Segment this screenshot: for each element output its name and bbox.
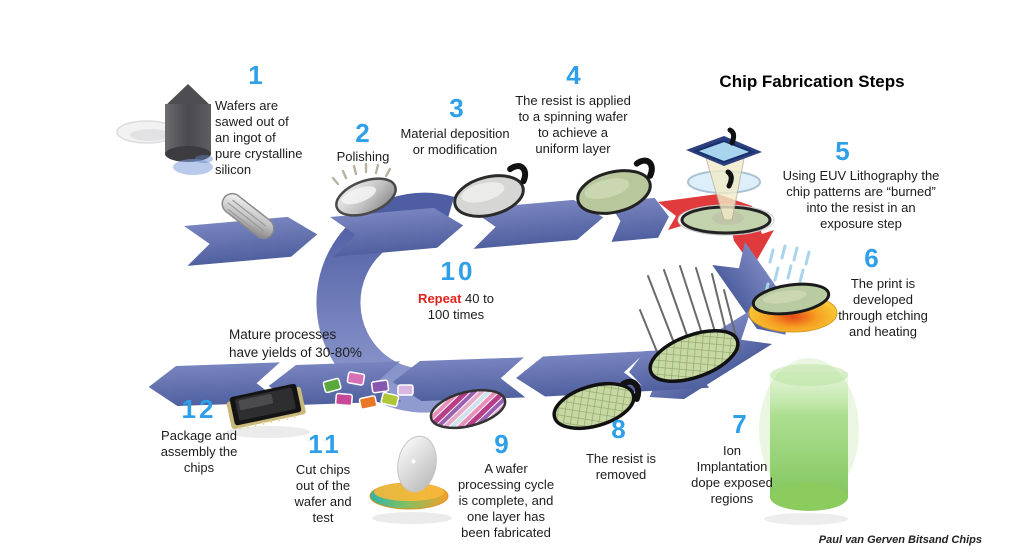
step-7-text: Ion Implantation dope exposed regions bbox=[691, 443, 773, 507]
step-8-text: The resist is removed bbox=[585, 451, 657, 483]
step-10-number: 10 bbox=[440, 256, 476, 286]
deposition-wafer-icon bbox=[453, 163, 529, 218]
yield-note: Mature processes have yields of 30-80% bbox=[229, 327, 362, 360]
step-2-text: Polishing bbox=[336, 149, 390, 164]
step-9-number: 9 bbox=[494, 429, 512, 459]
step-10-text: Repeat 40 to 100 times bbox=[418, 291, 494, 323]
resist-coating-wafer-icon bbox=[576, 157, 655, 215]
step-12-text: Package and assembly the chips bbox=[160, 428, 238, 476]
step-3-number: 3 bbox=[449, 93, 467, 123]
step-1-text: Wafers are sawed out of an ingot of pure… bbox=[215, 98, 303, 178]
polishing-wafer-icon bbox=[331, 162, 397, 217]
develop-etch-wafer-icon bbox=[748, 244, 838, 333]
step-2-number: 2 bbox=[355, 118, 373, 148]
resist-removed-wafer-icon bbox=[552, 378, 642, 431]
step-5-text: Using EUV Lithography the chip patterns … bbox=[782, 168, 940, 232]
doped-region-cylinder-icon bbox=[759, 358, 859, 525]
step-3-text: Material deposition or modification bbox=[400, 126, 510, 158]
step-6-number: 6 bbox=[864, 243, 882, 273]
step-11-number: 11 bbox=[308, 429, 342, 459]
finished-layer-wafer-icon bbox=[429, 388, 507, 430]
wafer-slab-icon bbox=[221, 192, 275, 240]
step-9-text: A wafer processing cycle is complete, an… bbox=[457, 461, 555, 541]
step-7-number: 7 bbox=[732, 409, 750, 439]
step-8-number: 8 bbox=[611, 414, 629, 444]
step-1-number: 1 bbox=[248, 60, 266, 90]
step-4-number: 4 bbox=[566, 60, 584, 90]
step-4-text: The resist is applied to a spinning wafe… bbox=[515, 93, 631, 157]
attribution-credit: Paul van Gerven Bitsand Chips bbox=[818, 534, 982, 546]
diced-chips-icon bbox=[322, 371, 414, 410]
euv-lithography-icon bbox=[677, 127, 775, 236]
chip-package-icon bbox=[226, 383, 310, 438]
silicon-ingot-icon bbox=[116, 84, 213, 175]
step-11-text: Cut chips out of the wafer and test bbox=[294, 462, 352, 526]
wafer-egg-icon bbox=[369, 435, 452, 524]
repeat-highlight: Repeat bbox=[418, 291, 462, 306]
step-5-number: 5 bbox=[835, 136, 853, 166]
page-title: Chip Fabrication Steps bbox=[719, 72, 905, 91]
ion-implant-wafer-icon bbox=[648, 329, 740, 383]
step-12-number: 12 bbox=[181, 394, 217, 424]
repeat-rest: 40 to 100 times bbox=[427, 291, 494, 323]
step-6-text: The print is developed through etching a… bbox=[838, 276, 928, 340]
